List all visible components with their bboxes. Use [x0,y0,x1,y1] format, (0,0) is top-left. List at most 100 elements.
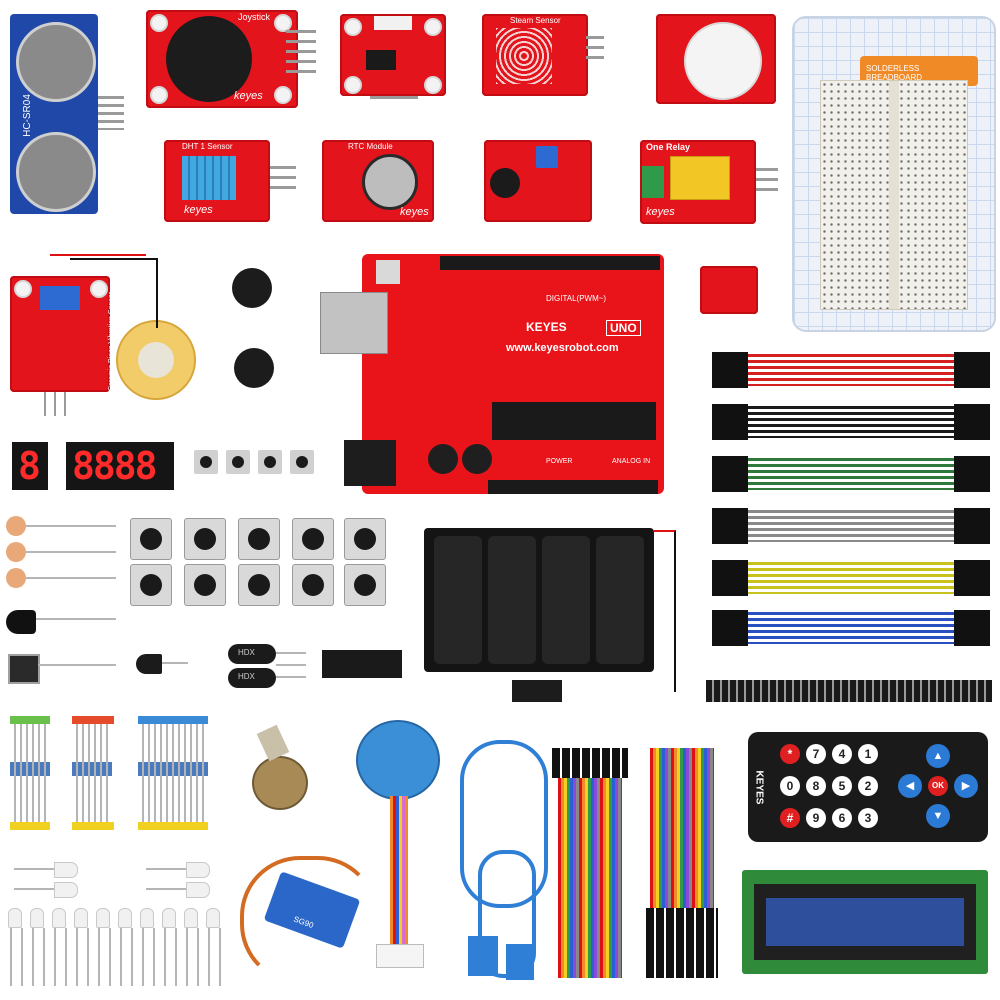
tactile-button [130,564,172,606]
tactile-button [238,518,280,560]
remote-key-4: 4 [832,744,852,764]
led-pair-left [14,862,86,898]
remote-brand: KEYES [753,770,765,805]
driver-chip [366,50,396,70]
piezo-pins [44,392,72,416]
rtc-brand: keyes [400,206,429,218]
dupont-wires-bundle-1 [552,748,628,978]
usb-plug-b [468,936,498,976]
ultrasonic-transducer-bottom [16,132,96,212]
piezo-disc [116,320,196,400]
driver-pins [370,96,418,99]
ir-led-legs [36,618,116,620]
atmega-chip [492,402,656,440]
four-digit-display: 8888 [66,442,174,490]
active-buzzer [232,268,272,308]
uno-power-label: POWER [546,458,573,465]
rtc-label: RTC Module [348,142,393,151]
ultrasonic-label: HC-SR04 [21,94,33,137]
piezo-wire-black [70,258,156,260]
tactile-button [184,564,226,606]
remote-key-3: 3 [858,808,878,828]
stepper-motor [356,720,440,800]
transistor [136,654,162,674]
joystick-label: Joystick [238,12,271,22]
right-arrow-icon: ▶ [954,774,978,798]
jumper-wires-grey [712,508,990,544]
potentiometer [252,756,308,810]
steam-pins [586,36,604,64]
relay-pins [756,168,778,196]
four-digit-value: 8888 [72,444,158,488]
capacitor-1 [428,444,458,474]
ultrasonic-sensor: HC-SR04 [10,14,98,214]
dht-sensor-grill [182,156,236,200]
steam-label: Steam Sensor [510,16,561,25]
driver-connector [374,16,412,30]
left-arrow-icon: ◀ [898,774,922,798]
rtc-battery [362,154,418,210]
dht-module: DHT 1 Sensor keyes [164,140,270,222]
remote-key-0: 0 [780,776,800,796]
small-sensor-module [700,266,758,314]
steam-grid [496,28,552,84]
remote-key-star: * [780,744,800,764]
lcd-module [742,870,988,974]
battery-holder [424,528,654,672]
microphone [490,168,520,198]
joystick-brand: keyes [234,90,263,102]
reset-button [376,260,400,284]
jumper-wires-blue [712,610,990,646]
tactile-button [292,518,334,560]
relay-box [670,156,730,200]
resistor-group-3 [138,716,208,830]
tactile-button [344,518,386,560]
lcd-bezel [754,884,976,960]
ir-led [6,610,36,634]
passive-buzzer [234,348,274,388]
tactile-button [130,518,172,560]
remote-key-ok: OK [928,776,948,796]
piezo-wire-red [50,254,146,256]
stepper-connector [376,944,424,968]
ir-receiver [8,654,40,684]
digital-header [440,256,660,270]
joystick-pins [286,30,316,78]
tactile-button [292,564,334,606]
ultrasonic-transducer-top [16,22,96,102]
potentiometer-blue [536,146,558,168]
steam-sensor: Steam Sensor [482,14,588,96]
power-header [488,480,658,494]
pir-sensor [656,14,776,104]
remote-key-7: 7 [806,744,826,764]
uno-digital-label: DIGITAL(PWM~) [546,294,607,303]
jumper-wires-yellow [712,560,990,596]
dht-pins [270,166,296,194]
hdx-label-1: HDX [238,648,255,657]
ir-receiver-legs [38,664,116,666]
joystick-module: Joystick keyes [146,10,298,108]
photoresistors [6,516,116,588]
hdx-component-2: HDX [228,668,276,688]
tactile-button [238,564,280,606]
hdx-label-2: HDX [238,672,255,681]
breadboard-label: SOLDERLESS BREADBOARD [866,64,923,82]
tactile-button [184,518,226,560]
piezo-label: Ceramic Piezo Vibration Sensor [108,291,116,392]
uno-url: www.keyesrobot.com [506,342,619,354]
down-arrow-icon: ▼ [926,804,950,828]
remote-key-6: 6 [832,808,852,828]
dupont-wires-bundle-2 [646,748,718,978]
relay-terminal [642,166,664,198]
pin-header-strip [706,680,992,702]
piezo-module: Ceramic Piezo Vibration Sensor [10,276,115,392]
stepper-wires [390,796,408,946]
piezo-terminal [40,286,80,310]
transistor-legs [162,662,188,664]
breadboard-channel [889,81,899,309]
remote-key-hash: # [780,808,800,828]
lcd-screen [766,898,964,946]
ultrasonic-pins [98,96,124,130]
driver-module [340,14,446,96]
jumper-wires-green [712,456,990,492]
